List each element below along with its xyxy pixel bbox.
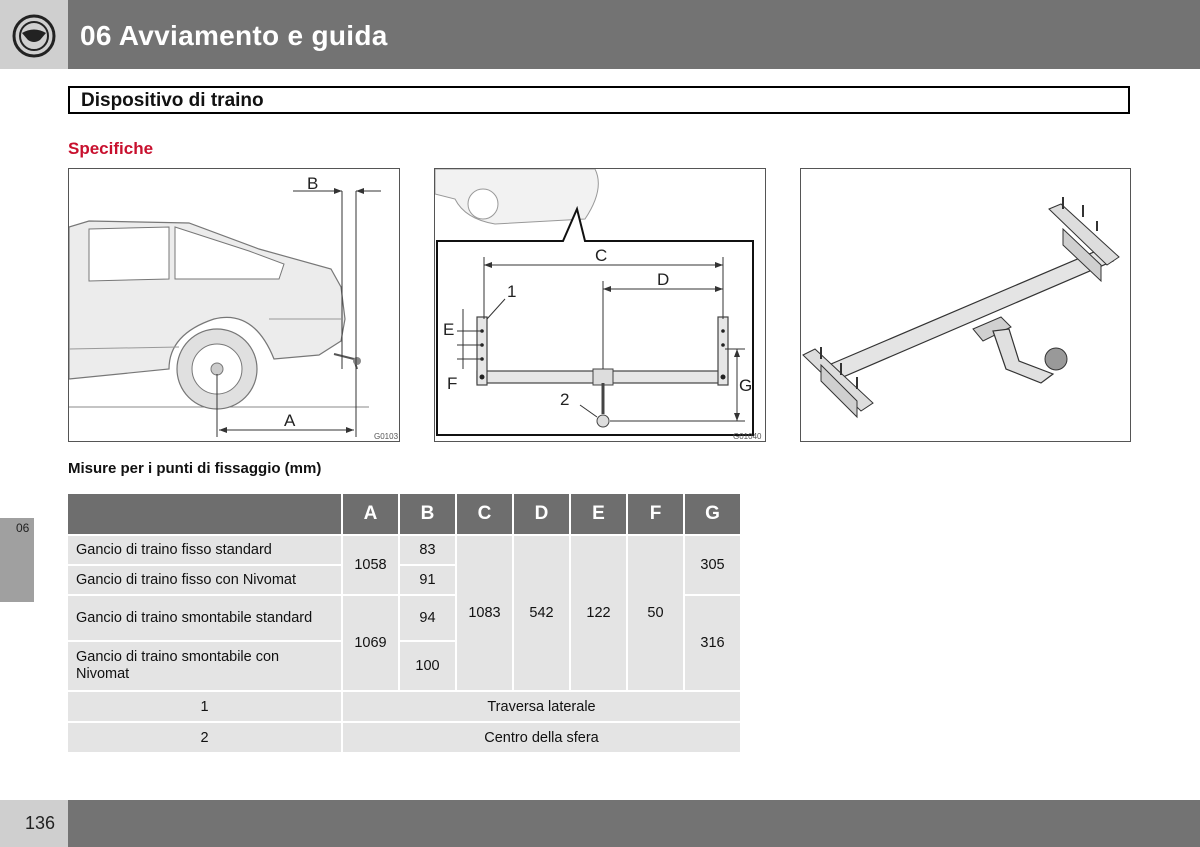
column-header: B [400,494,457,536]
cell-b: 83 [400,536,457,566]
chapter-side-tab-label: 06 [16,521,30,535]
cell-e: 122 [571,536,628,692]
cell-a: 1058 [343,536,400,596]
table-header-row: A B C D E F G [68,494,742,536]
column-header: D [514,494,571,536]
dimension-label-e: E [443,320,454,339]
chapter-title: 06 Avviamento e guida [80,20,388,51]
section-title-box: Dispositivo di traino [68,86,1130,114]
dimension-label-a: A [284,411,296,430]
table-row: Gancio di traino fisso standard 1058 83 … [68,536,742,692]
page-footer: 136 [0,800,1200,847]
towbar-dimensions-figure: C D E F G 1 2 G01040 [434,168,766,442]
column-header: C [457,494,514,536]
specs-table: A B C D E F G Gancio di traino fisso sta… [68,494,742,754]
legend-row: 1 Traversa laterale [68,692,742,723]
legend-number: 2 [68,723,343,754]
legend-text: Traversa laterale [343,692,742,723]
section-title: Dispositivo di traino [81,90,264,111]
dimension-label-g: G [739,376,752,395]
cell-g: 316 [685,596,742,692]
column-header [68,494,343,536]
page-header: 06 Avviamento e guida [0,0,1200,69]
figure-code: G01040 [733,432,762,441]
chapter-side-tab [0,518,34,602]
row-label: Gancio di traino smontabile con Nivomat [68,642,343,692]
cell-d: 542 [514,536,571,692]
legend-row: 2 Centro della sfera [68,723,742,754]
figure-code: G0103 [374,432,399,441]
cell-b: 94 [400,596,457,642]
car-dimensions-figure: A B G0103 [68,168,400,442]
table-row: Gancio di traino smontabile standard 106… [68,596,742,692]
cell-b: 91 [400,566,457,596]
page-number: 136 [25,813,56,833]
subheading: Specifiche [68,139,154,158]
page-number-box: 136 [0,800,68,847]
column-header: G [685,494,742,536]
legend-text: Centro della sfera [343,723,742,754]
column-header: E [571,494,628,536]
row-label: Gancio di traino fisso con Nivomat [68,566,343,596]
header-icon-box [0,0,68,69]
cell-b: 100 [400,642,457,692]
cell-f: 50 [628,536,685,692]
callout-label-1: 1 [507,282,516,301]
table-title: Misure per i punti di fissaggio (mm) [68,460,322,477]
legend-number: 1 [68,692,343,723]
dimension-label-d: D [657,270,669,289]
steering-wheel-icon [12,14,56,58]
row-label: Gancio di traino smontabile standard [68,596,343,642]
callout-label-2: 2 [560,390,569,409]
dimension-label-f: F [447,374,457,393]
row-label: Gancio di traino fisso standard [68,536,343,566]
table-row: Gancio di traino smontabile con Nivomat … [68,642,742,692]
towbar-perspective-figure [800,168,1131,442]
dimension-label-b: B [307,174,318,193]
column-header: F [628,494,685,536]
cell-g: 305 [685,536,742,596]
column-header: A [343,494,400,536]
cell-a: 1069 [343,596,400,692]
dimension-label-c: C [595,246,607,265]
cell-c: 1083 [457,536,514,692]
table-row: Gancio di traino fisso con Nivomat 91 [68,566,742,596]
